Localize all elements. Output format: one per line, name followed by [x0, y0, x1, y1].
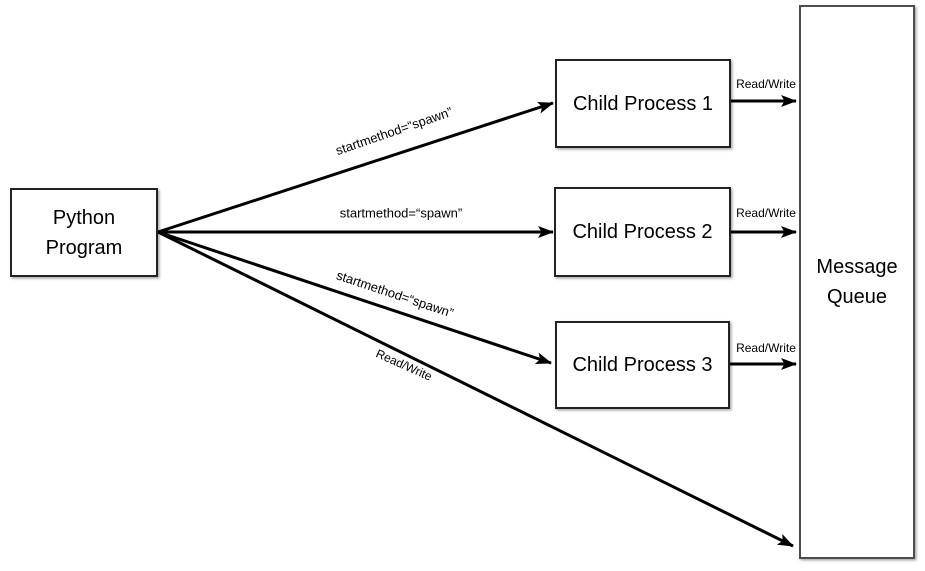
- child-process-3-label: Child Process 3: [572, 354, 713, 376]
- edge-label-read-write-2: Read/Write: [736, 206, 796, 220]
- child-process-2-label: Child Process 2: [572, 221, 713, 243]
- arrow-python-to-child-1: [157, 101, 554, 234]
- edge-label-read-write-3: Read/Write: [736, 341, 796, 355]
- child-process-3-node: Child Process 3: [555, 321, 730, 409]
- message-queue-label: Message Queue: [816, 256, 898, 308]
- edge-label-spawn-2: startmethod=“spawn”: [339, 205, 463, 221]
- message-queue-node: Message Queue: [799, 5, 915, 559]
- arrow-python-to-child-3: [157, 230, 552, 365]
- edge-label-read-write-1: Read/Write: [736, 77, 796, 91]
- child-process-1-node: Child Process 1: [555, 59, 731, 148]
- child-process-1-label: Child Process 1: [572, 92, 714, 115]
- python-program-node: Python Program: [10, 188, 158, 277]
- python-program-label: Python Program: [45, 206, 123, 259]
- child-process-2-node: Child Process 2: [554, 187, 731, 277]
- arrow-python-to-message-queue: [157, 230, 794, 548]
